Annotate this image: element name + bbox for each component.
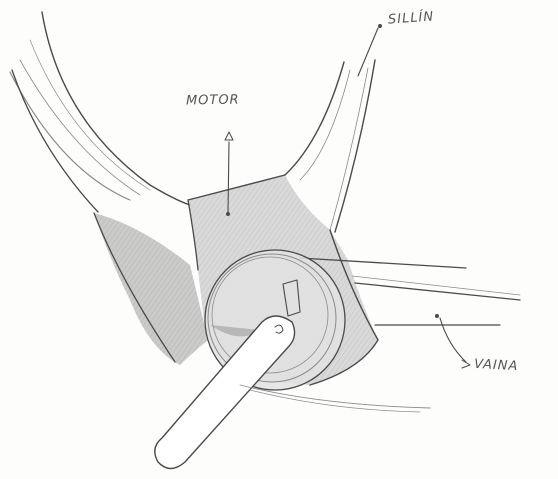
label-sillin: SILLÍN (388, 9, 435, 27)
label-vaina: VAINA (474, 357, 519, 374)
down-tube (10, 12, 190, 212)
label-motor: MOTOR (186, 93, 240, 109)
sillin-leader-arrow (358, 24, 382, 76)
vaina-leader-arrow (435, 314, 470, 368)
frame-shading-left (94, 213, 208, 365)
